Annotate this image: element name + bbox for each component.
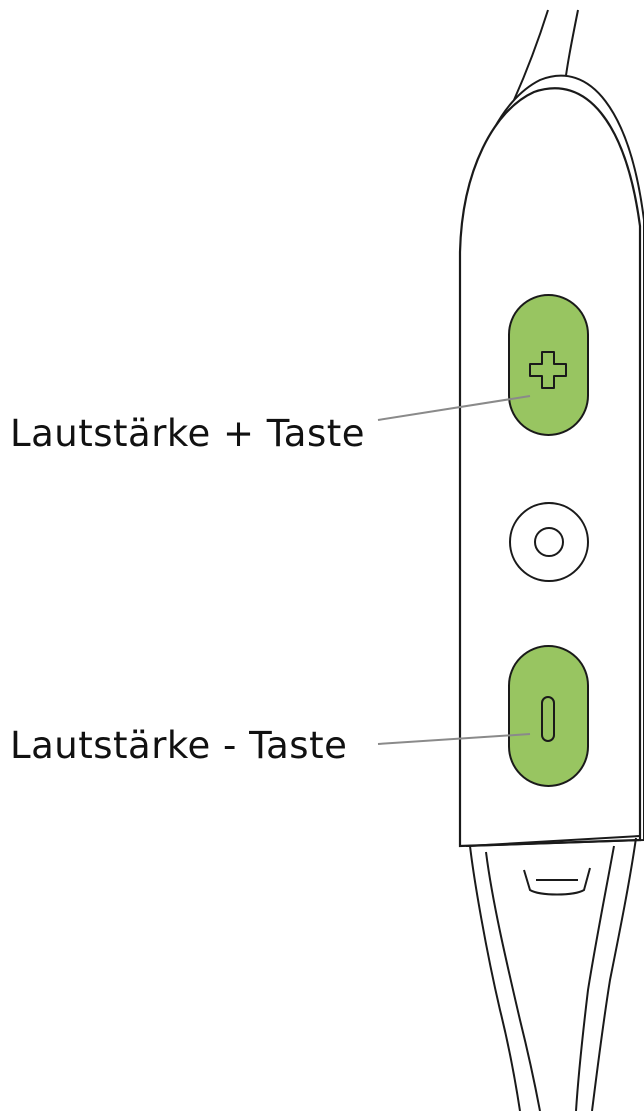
minus-icon [541, 696, 555, 742]
control-body-front [458, 87, 642, 848]
body-seam [467, 835, 641, 847]
volume-down-leader [377, 733, 531, 745]
volume-down-label: Lautstärke - Taste [10, 724, 348, 767]
volume-up-button[interactable] [508, 294, 589, 436]
volume-down-button[interactable] [508, 645, 589, 787]
volume-up-label: Lautstärke + Taste [10, 412, 366, 455]
lower-strap [469, 837, 637, 1111]
plus-icon [529, 351, 567, 389]
ring-icon [534, 527, 564, 557]
multifunction-button[interactable] [509, 502, 589, 582]
charging-port [523, 867, 591, 896]
volume-up-leader [377, 395, 531, 421]
